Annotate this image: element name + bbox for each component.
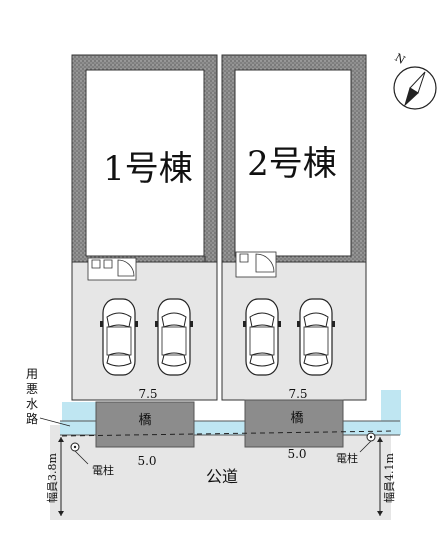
lot-2 xyxy=(221,54,367,401)
utility-pole-1-label: 電柱 xyxy=(92,463,114,477)
waterway-label-2: 悪 xyxy=(26,382,38,396)
waterway-left-end xyxy=(62,402,96,425)
bridge-2 xyxy=(244,399,344,448)
bridge-1-label: 橋 xyxy=(138,413,151,428)
bridge-2-width: 5.0 xyxy=(287,447,306,461)
parking-car-icon xyxy=(100,298,138,376)
parking-car-icon xyxy=(155,298,193,376)
utility-pole-2-label: 電柱 xyxy=(336,451,358,465)
building-2-label: 2号棟 xyxy=(247,144,337,184)
bridge-1-width: 5.0 xyxy=(137,454,156,468)
lot-1 xyxy=(71,54,218,401)
waterway-label-4: 路 xyxy=(26,411,38,426)
waterway-label-1: 用 xyxy=(26,367,38,381)
north-arrow-icon xyxy=(393,66,437,110)
parking-car-icon xyxy=(243,298,281,376)
waterway-label-3: 水 xyxy=(26,397,38,411)
utility-pole-2-icon xyxy=(359,432,376,453)
road-label: 公道 xyxy=(206,467,238,486)
north-label: N xyxy=(393,51,408,67)
building-1-label: 1号棟 xyxy=(103,149,193,189)
road-width-right: 幅員4.1m xyxy=(383,452,396,502)
parking-cars xyxy=(100,298,335,376)
parking-car-icon xyxy=(297,298,335,376)
road-width-left: 幅員3.8m xyxy=(46,452,59,502)
boundary-dashed-line xyxy=(61,430,396,437)
bridge-2-label: 橋 xyxy=(290,411,303,426)
utility-pole-1-icon xyxy=(70,442,89,465)
waterway-right-end xyxy=(381,390,401,435)
frontage-2-label: 7.5 xyxy=(288,387,307,401)
bridge-1 xyxy=(95,401,195,448)
frontage-1-label: 7.5 xyxy=(138,387,157,401)
